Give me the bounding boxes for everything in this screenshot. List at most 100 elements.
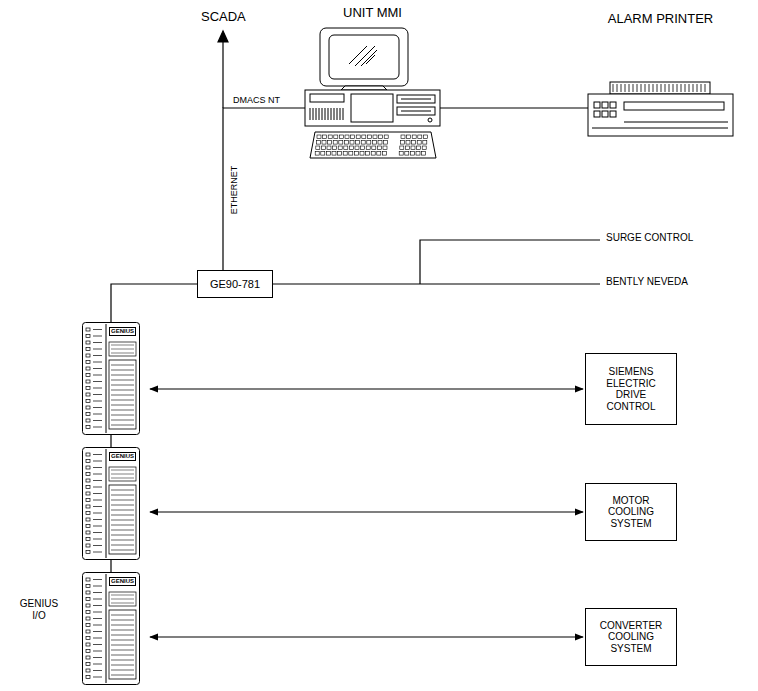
terminal: [86, 624, 90, 627]
terminal: [86, 419, 90, 422]
keyboard: [310, 132, 436, 158]
tray-rib: [637, 84, 638, 92]
terminal-mark: [93, 500, 102, 501]
terminal: [86, 505, 90, 508]
terminal: [86, 669, 90, 672]
terminal: [86, 328, 90, 331]
link-label: BENTLY NEVEDA: [605, 276, 689, 288]
paper-tray: [610, 82, 710, 94]
key: [361, 141, 365, 145]
screen-glare: [349, 46, 367, 64]
control-button: [594, 102, 600, 108]
terminal-mark: [93, 618, 102, 619]
terminal-mark: [93, 519, 102, 520]
cpu-case: [305, 90, 440, 126]
bently-line: [273, 283, 600, 284]
key: [356, 141, 360, 145]
terminal: [86, 604, 90, 607]
terminal-mark: [93, 487, 102, 488]
terminal-mark: [93, 625, 102, 626]
key: [377, 152, 381, 156]
terminal-mark: [93, 532, 102, 533]
terminal-mark: [93, 664, 102, 665]
scada-line: [222, 40, 223, 108]
box-text: GE90-781: [210, 278, 260, 291]
drive-bay: [397, 107, 435, 115]
computer-illustration: [305, 28, 440, 160]
terminal-mark: [93, 461, 102, 462]
key: [344, 146, 348, 150]
terminal-mark: [93, 677, 102, 678]
vent-slot: [310, 108, 311, 120]
key: [333, 146, 337, 150]
printer-node: ALARM PRINTER: [588, 82, 733, 136]
key: [423, 141, 427, 145]
genius-block-illustration: [82, 572, 140, 685]
key: [316, 146, 320, 150]
card-line: [111, 370, 134, 371]
terminal: [86, 413, 90, 416]
key: [400, 141, 404, 145]
key: [333, 141, 337, 145]
key: [372, 146, 376, 150]
tray-rib: [625, 84, 626, 92]
terminal: [86, 630, 90, 633]
io-module: GENIUS: [82, 447, 140, 560]
card-line: [111, 530, 134, 531]
terminal: [86, 380, 90, 383]
screen-glare: [361, 50, 377, 66]
control-button: [602, 111, 608, 117]
key: [405, 152, 409, 156]
terminal-mark: [93, 420, 102, 421]
status-line: [111, 470, 134, 471]
key: [399, 152, 403, 156]
tray-rib: [689, 84, 690, 92]
card-line: [111, 650, 134, 651]
card-line: [111, 520, 134, 521]
key: [372, 141, 376, 145]
key: [412, 141, 416, 145]
terminal: [86, 426, 90, 429]
card-line: [111, 545, 134, 546]
vent-slot: [343, 108, 344, 120]
module-divider: [106, 574, 107, 683]
vent-slot: [316, 108, 317, 120]
terminal: [86, 650, 90, 653]
key: [317, 135, 321, 139]
terminal: [86, 387, 90, 390]
card-line: [111, 645, 134, 646]
terminal: [86, 538, 90, 541]
computer-node: UNIT MMI: [305, 28, 440, 160]
terminal-mark: [93, 427, 102, 428]
tray-rib: [673, 84, 674, 92]
genius-block-illustration: [82, 322, 140, 435]
card-line: [111, 510, 134, 511]
card-line: [111, 540, 134, 541]
card-line: [111, 405, 134, 406]
terminal-mark: [93, 480, 102, 481]
vent-slot: [322, 108, 323, 120]
tray-rib: [629, 84, 630, 92]
card-line: [111, 505, 134, 506]
key: [332, 152, 336, 156]
terminal-mark: [93, 545, 102, 546]
terminal: [86, 499, 90, 502]
key: [412, 135, 416, 139]
scada-arrow: [218, 31, 228, 108]
key: [338, 152, 342, 156]
terminal-mark: [93, 612, 102, 613]
terminal: [86, 617, 90, 620]
drive-slot: [401, 99, 431, 100]
scada-arrowhead: [218, 31, 228, 42]
terminal-mark: [93, 644, 102, 645]
control-button: [610, 111, 616, 117]
card-line: [111, 670, 134, 671]
box-text: CONVERTER COOLING SYSTEM: [596, 620, 666, 655]
screen-glare: [366, 55, 375, 64]
key: [367, 141, 371, 145]
terminal-mark: [93, 362, 102, 363]
key: [417, 146, 421, 150]
terminal-mark: [93, 349, 102, 350]
printer-parts: [588, 82, 733, 136]
